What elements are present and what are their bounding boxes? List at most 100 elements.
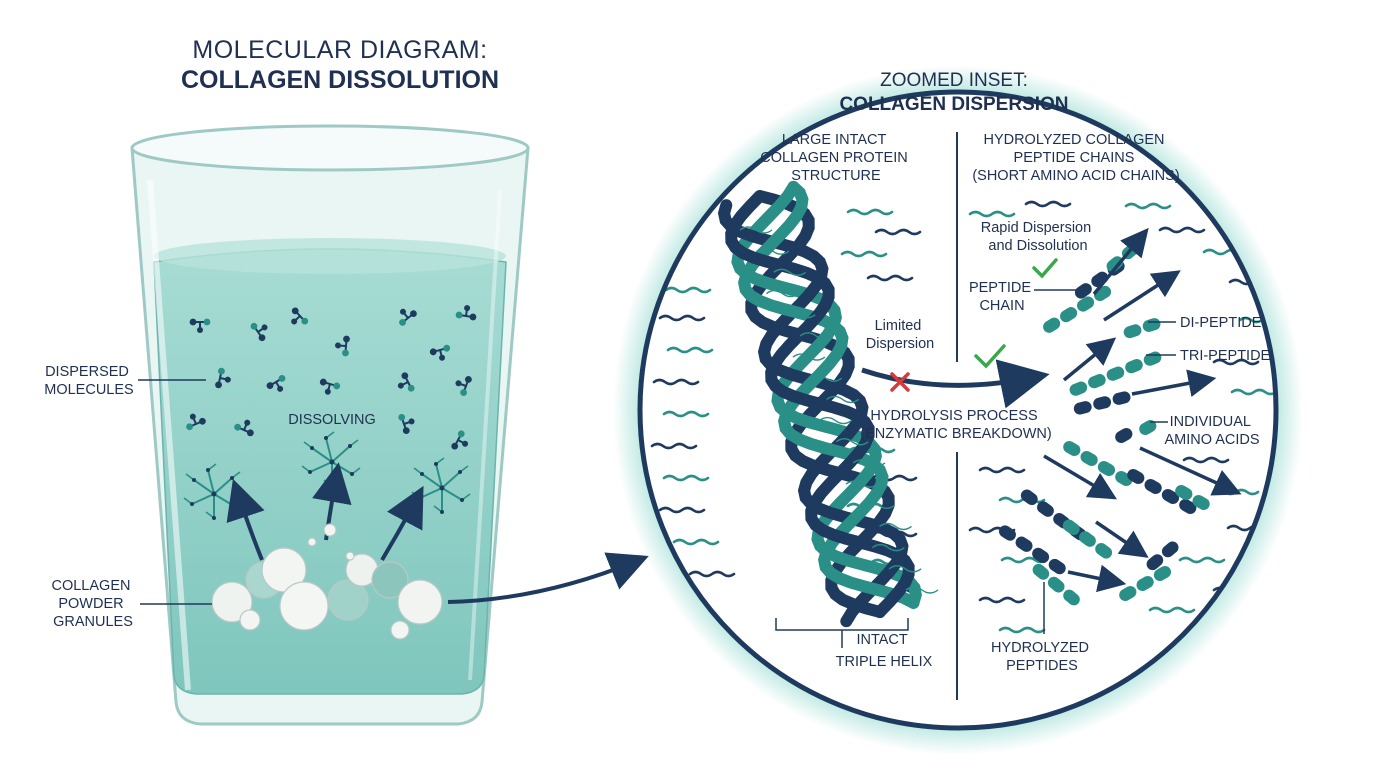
- water-wave: [662, 474, 710, 482]
- molecule: [399, 308, 417, 326]
- collagen-granule: [211, 581, 253, 623]
- hydrolyzed-peptides-label: HYDROLYZED PEPTIDES: [991, 640, 1093, 674]
- zoomed-inset: ZOOMED INSET: COLLAGEN DISPERSION LARGE …: [613, 65, 1303, 755]
- glass-highlight-2: [468, 189, 502, 681]
- peptide-arrow: [1043, 454, 1118, 500]
- water-wave: [1230, 388, 1276, 396]
- helix-crosslink: [852, 459, 886, 467]
- water-wave: [1000, 556, 1048, 564]
- collagen-granule: [327, 579, 369, 621]
- molecule: [291, 307, 309, 325]
- rapid-dispersion-label: Rapid Dispersion and Dissolution: [981, 220, 1095, 254]
- peptide-arrow: [1103, 270, 1181, 322]
- peptide-arrow: [1092, 227, 1149, 296]
- helix-crosslink: [756, 247, 790, 255]
- helix-crosslink: [739, 226, 773, 234]
- water-wave: [1178, 556, 1226, 564]
- collagen-granule: [279, 581, 329, 631]
- collagen-granule: [371, 561, 409, 599]
- helix-crosslink: [835, 438, 869, 446]
- helix-strand: [738, 180, 920, 609]
- water-wave: [1024, 200, 1072, 208]
- glass-labels: DISPERSED MOLECULES DISSOLVING COLLAGEN …: [44, 364, 376, 630]
- helix-crosslink: [792, 353, 826, 361]
- water-wave: [662, 410, 710, 418]
- water-wave: [1212, 358, 1260, 366]
- dissolving-label: DISSOLVING: [288, 412, 376, 428]
- rising-arrow-right: [380, 485, 424, 562]
- limited-dispersion-label: Limited Dispersion: [866, 318, 935, 352]
- collagen-granule: [307, 537, 317, 547]
- intact-structure-heading: LARGE INTACT COLLAGEN PROTEIN STRUCTURE: [760, 132, 911, 184]
- molecule: [234, 419, 254, 437]
- peptide-chain: [1119, 566, 1172, 601]
- helix-crosslink: [905, 586, 939, 594]
- check-icon-rapid: [1032, 258, 1058, 279]
- water-wave: [968, 210, 1016, 218]
- molecule: [215, 367, 231, 389]
- collagen-granules: [211, 523, 443, 640]
- intact-helix-label: INTACT TRIPLE HELIX: [836, 632, 933, 670]
- molecule: [455, 376, 472, 396]
- peptide-chain: [998, 525, 1066, 575]
- water-wave: [866, 274, 914, 282]
- cross-icon: [890, 372, 910, 392]
- inset-border: [637, 89, 1279, 731]
- peptide-chain-label: PEPTIDE CHAIN: [969, 280, 1035, 314]
- helix-strand: [725, 190, 915, 619]
- dissolving-network: [411, 457, 471, 514]
- water-wave: [650, 442, 698, 450]
- helix-crosslink: [799, 332, 833, 340]
- hydrolysis-process-label: HYDROLYSIS PROCESS (ENZYMATIC BREAKDOWN): [860, 408, 1051, 442]
- molecule: [451, 430, 469, 450]
- molecule: [319, 378, 341, 395]
- peptide-arrow: [1131, 369, 1217, 398]
- collagen-granule: [239, 609, 261, 631]
- water-wave: [1182, 456, 1230, 464]
- collagen-granule: [345, 551, 355, 561]
- water-wave: [666, 346, 714, 354]
- helix-crosslink: [826, 395, 860, 404]
- molecule: [398, 413, 415, 435]
- molecule: [266, 374, 286, 392]
- water-wave: [672, 538, 720, 546]
- glass-rim: [130, 124, 530, 172]
- collagen-triple-helix: [717, 180, 939, 628]
- water-wave: [978, 596, 1026, 604]
- molecule: [189, 318, 211, 333]
- hydrolyzed-heading: HYDROLYZED COLLAGEN PEPTIDE CHAINS (SHOR…: [972, 132, 1179, 184]
- water-wave: [998, 626, 1046, 634]
- collagen-granule: [390, 620, 410, 640]
- water-wave: [652, 378, 700, 386]
- helix-strand: [717, 199, 909, 628]
- water-wave: [846, 208, 894, 216]
- peptide-chain: [1062, 519, 1113, 559]
- tri-peptide-label: TRI-PEPTIDE: [1180, 348, 1271, 364]
- helix-crosslink: [782, 311, 816, 319]
- title-line-1: MOLECULAR DIAGRAM:: [192, 36, 487, 64]
- water-wave: [1124, 202, 1172, 210]
- main-title: MOLECULAR DIAGRAM: COLLAGEN DISSOLUTION: [181, 36, 499, 94]
- water-wave: [658, 314, 706, 322]
- water-wave: [1158, 226, 1206, 234]
- water-wave: [840, 250, 888, 258]
- peptide-arrow: [1139, 446, 1242, 496]
- water-wave: [874, 228, 922, 236]
- helix-crosslink: [845, 480, 879, 488]
- amino-acids-label: INDIVIDUAL AMINO ACIDS: [1164, 414, 1259, 448]
- helix-crosslink: [818, 416, 852, 425]
- peptide-chain: [1175, 485, 1210, 510]
- peptide-chain: [1032, 563, 1080, 606]
- glass-highlight: [147, 179, 191, 691]
- molecule: [186, 413, 206, 431]
- helix-crosslink: [879, 522, 912, 531]
- dispersed-molecules: [186, 305, 477, 450]
- helix-crosslink: [871, 543, 905, 552]
- hydrolysis-arrow: [861, 359, 1050, 409]
- water-wave: [1148, 606, 1196, 614]
- helix-crosslink: [809, 374, 843, 382]
- water-surface: [154, 238, 506, 274]
- inset-title-line-1: ZOOMED INSET:: [880, 70, 1028, 91]
- helix-crosslink: [862, 501, 896, 509]
